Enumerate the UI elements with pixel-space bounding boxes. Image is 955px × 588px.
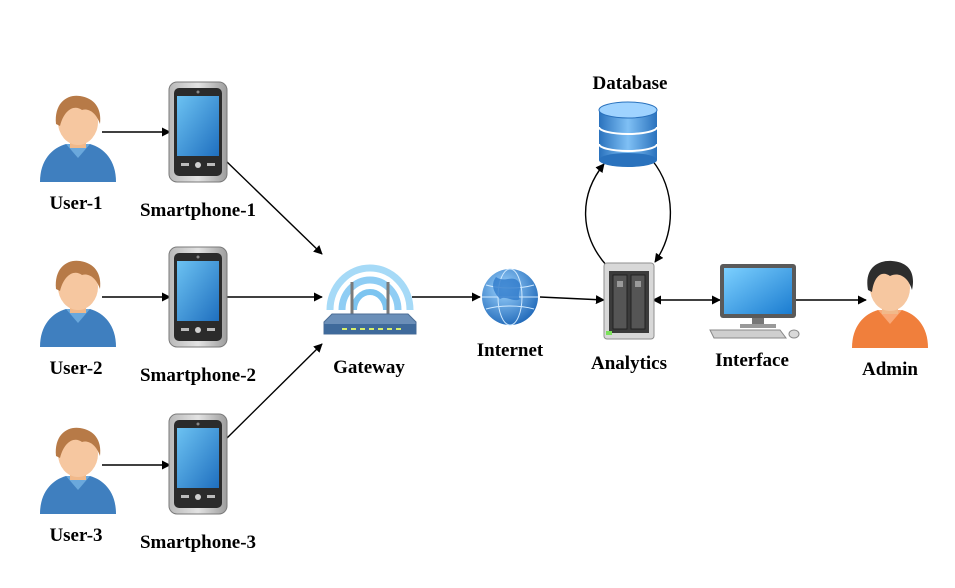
desktop-computer-icon	[709, 264, 800, 339]
edge-internet-analytics	[539, 295, 605, 305]
user-icon	[40, 95, 116, 182]
globe-icon	[482, 268, 538, 326]
admin-label: Admin	[862, 359, 918, 380]
smartphone-icon	[168, 413, 228, 515]
analytics-label: Analytics	[591, 353, 667, 374]
wifi-router-icon	[323, 264, 417, 335]
database-label: Database	[592, 73, 668, 94]
user-icon	[40, 260, 116, 347]
edge-phone3-gateway	[224, 343, 323, 441]
user-2-label: User-2	[49, 358, 103, 379]
user-1-label: User-1	[49, 193, 103, 214]
edge-database-analytics	[651, 159, 672, 263]
smartphone-1-label: Smartphone-1	[139, 200, 257, 221]
user-icon	[40, 427, 116, 514]
admin-user-icon	[852, 260, 928, 348]
user-3-label: User-3	[49, 525, 103, 546]
smartphone-3-label: Smartphone-3	[139, 532, 257, 553]
internet-label: Internet	[476, 340, 544, 361]
server-icon	[603, 262, 655, 340]
gateway-label: Gateway	[333, 357, 405, 378]
smartphone-icon	[168, 246, 228, 348]
database-icon	[598, 101, 658, 167]
smartphone-icon	[168, 81, 228, 183]
interface-label: Interface	[715, 350, 789, 371]
edge-analytics-database	[584, 163, 608, 267]
smartphone-2-label: Smartphone-2	[139, 365, 257, 386]
edge-phone1-gateway	[224, 159, 323, 255]
edges	[102, 127, 867, 470]
